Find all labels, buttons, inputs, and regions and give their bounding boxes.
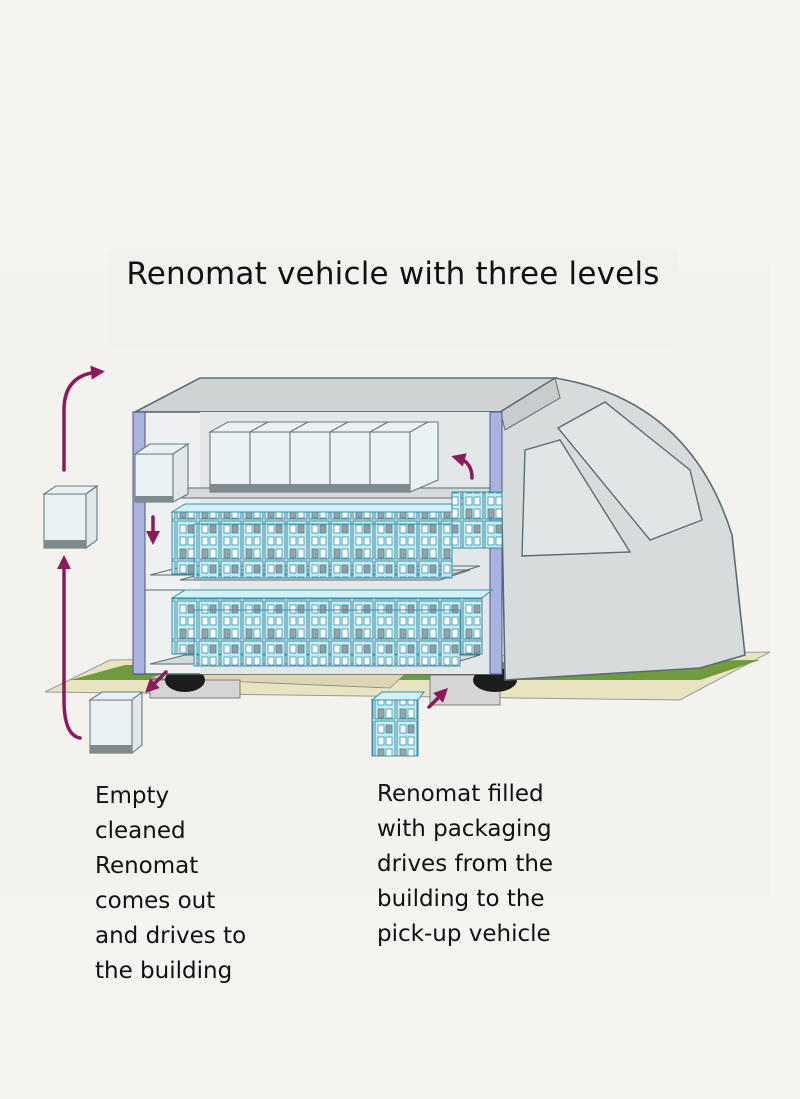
arrow-up-icon	[57, 555, 82, 740]
filled-renomats-bottom-level	[170, 589, 494, 667]
flow-arrows	[57, 365, 474, 740]
filled-renomat-entering	[370, 691, 425, 757]
filled-renomats-middle-level	[170, 491, 503, 579]
empty-renomat-exiting	[88, 690, 144, 755]
caption-filled-renomat: Renomat filled with packaging drives fro…	[377, 781, 554, 947]
arrow-up-icon	[451, 453, 474, 480]
caption-empty-renomat: Empty cleaned Renomat comes out and driv…	[95, 783, 247, 984]
arrow-up-icon	[62, 365, 105, 472]
vehicle-cab	[499, 377, 746, 681]
empty-renomat-outside-left	[42, 484, 99, 550]
diagram-title: Renomat vehicle with three levels	[108, 250, 678, 347]
arrow-down-icon	[145, 670, 168, 693]
empty-renomats-top-level	[133, 421, 439, 503]
arrow-up-icon	[427, 688, 448, 709]
